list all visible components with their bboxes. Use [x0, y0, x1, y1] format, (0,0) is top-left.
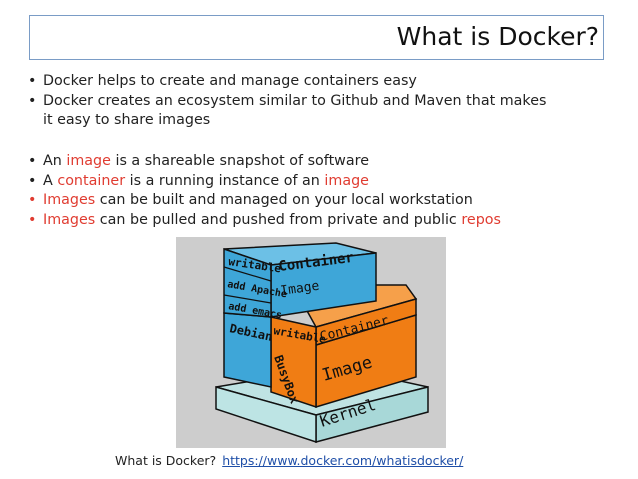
bullet-item-build: Images can be built and managed on your … [28, 191, 501, 211]
slide-title: What is Docker? [396, 22, 599, 51]
docker-link[interactable]: https://www.docker.com/whatisdocker/ [222, 453, 464, 468]
kernel-side [215, 386, 317, 444]
caption-text: What is Docker? [115, 453, 217, 468]
bullet-item-push: Images can be pulled and pushed from pri… [28, 211, 501, 231]
caption: What is Docker? https://www.docker.com/wh… [115, 453, 463, 468]
docker-layers-diagram: writable Container add Apache Image add … [176, 237, 446, 448]
bullet-item-container: A container is a running instance of an … [28, 172, 501, 192]
bullet-item: Docker helps to create and manage contai… [28, 72, 546, 92]
bullet-list-concepts: An image is a shareable snapshot of soft… [28, 152, 501, 230]
bullet-item-image: An image is a shareable snapshot of soft… [28, 152, 501, 172]
bullet-item: Docker creates an ecosystem similar to G… [28, 92, 546, 131]
title-box: What is Docker? [29, 15, 604, 60]
docker-layers-svg: writable Container add Apache Image add … [215, 242, 429, 444]
blue-side-upper [223, 247, 272, 318]
label-image-blue: Image [279, 279, 320, 299]
bullet-list-intro: Docker helps to create and manage contai… [28, 72, 546, 131]
